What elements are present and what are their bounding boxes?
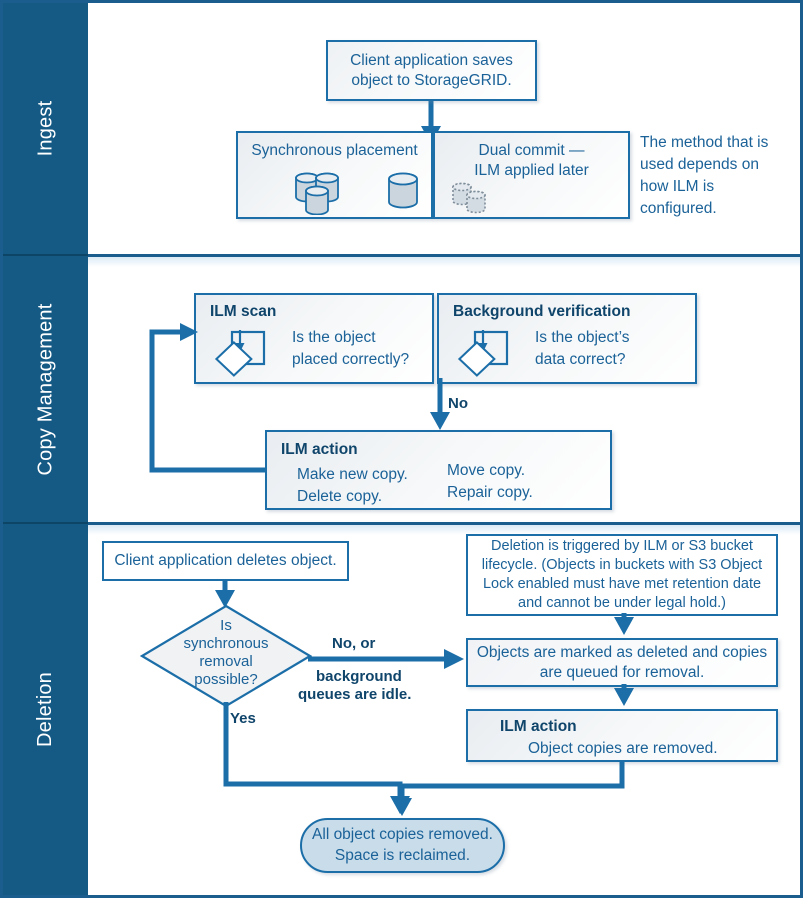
lane-band-deletion: Deletion (3, 524, 88, 895)
dashed-cylinders-icon (451, 181, 507, 217)
lane-label-ingest: Ingest (34, 100, 56, 157)
lane-label-ingest-wrap: Ingest (3, 3, 88, 254)
deletion-marked-box: Objects are marked as deleted and copies… (466, 638, 778, 687)
deletion-ilm-action-text: Object copies are removed. (528, 740, 718, 757)
deletion-decision-line4: possible? (194, 671, 258, 688)
ingest-note-line1: The method that is (640, 134, 769, 151)
deletion-final-stadium: All object copies removed. Space is recl… (300, 818, 505, 873)
ingest-note-line2: used depends on (640, 156, 759, 173)
deletion-client-delete-box: Client application deletes object. (102, 541, 349, 581)
deletion-no-label-line1: No, or (332, 635, 376, 652)
ilm-scan-title: ILM scan (210, 303, 277, 320)
deletion-yes-label: Yes (230, 710, 256, 727)
copy-management-ilm-action-title: ILM action (281, 441, 358, 458)
background-verification-title: Background verification (453, 303, 631, 320)
ilm-scan-question-line2: placed correctly? (292, 351, 410, 368)
ingest-client-save-box: Client application saves object to Stora… (326, 40, 537, 101)
deletion-no-label-line3: queues are idle. (298, 686, 412, 703)
ingest-note-line3: how ILM is (640, 178, 715, 195)
deletion-marked-line1: Objects are marked as deleted and copies (476, 643, 768, 661)
deletion-no-label-line2: background (316, 668, 402, 685)
ingest-dual-commit-line2: ILM applied later (474, 162, 589, 179)
deletion-trigger-box: Deletion is triggered by ILM or S3 bucke… (466, 534, 778, 616)
lane-label-copy-management: Copy Management (34, 303, 57, 475)
lane-separator-1-glow (88, 257, 800, 267)
copy-management-no-label: No (448, 395, 468, 412)
background-verification-decision-icon (447, 324, 519, 382)
ingest-client-save-line2: object to StorageGRID. (351, 71, 512, 89)
lane-separator-2-glow (88, 525, 800, 535)
deletion-client-delete-label: Client application deletes object. (114, 552, 337, 570)
copy-management-ilm-action-col1-line2: Delete copy. (297, 488, 383, 505)
background-verification-question-line2: data correct? (535, 351, 626, 368)
lane-separator-1 (88, 254, 800, 257)
lane-label-copy-management-wrap: Copy Management (3, 256, 88, 522)
copy-management-ilm-action-col2-line2: Repair copy. (447, 484, 533, 501)
deletion-ilm-action-box: ILM action Object copies are removed. (466, 709, 778, 762)
deletion-trigger-line1: Deletion is triggered by ILM or S3 bucke… (491, 538, 753, 555)
lane-band-copy-management: Copy Management (3, 256, 88, 524)
lane-separator-2 (88, 522, 800, 525)
deletion-decision-diamond: Is synchronous removal possible? (139, 604, 313, 708)
copy-management-ilm-action-col2: Move copy. Repair copy. (447, 460, 607, 504)
background-verification-question-line1: Is the object’s (535, 329, 630, 346)
copy-management-ilm-action-col1-line1: Make new copy. (297, 466, 408, 483)
lane-band-ingest: Ingest (3, 3, 88, 256)
deletion-final-line2: Space is reclaimed. (334, 846, 471, 864)
lane-label-deletion: Deletion (33, 672, 56, 747)
ilm-scan-decision-icon (204, 324, 276, 382)
deletion-final-text: All object copies removed. Space is recl… (312, 825, 493, 865)
ilm-scan-question: Is the object placed correctly? (292, 327, 432, 371)
deletion-decision-line1: Is (220, 617, 232, 634)
ingest-synchronous-placement-box: Synchronous placement (236, 131, 433, 219)
background-verification-box: Background verification Is the object’s … (437, 293, 697, 384)
lane-label-deletion-wrap: Deletion (3, 524, 88, 895)
deletion-final-line1: All object copies removed. (312, 826, 493, 844)
ingest-synchronous-placement-label: Synchronous placement (251, 142, 418, 159)
background-verification-question: Is the object’s data correct? (535, 327, 685, 371)
deletion-ilm-action-title: ILM action (500, 718, 577, 735)
deletion-trigger-line3: Lock enabled must have met retention dat… (482, 576, 762, 592)
stacked-cylinders-icon (294, 171, 424, 216)
deletion-decision-line2: synchronous (183, 635, 269, 652)
ingest-dual-commit-box: Dual commit — ILM applied later (433, 131, 630, 219)
ingest-note: The method that is used depends on how I… (640, 132, 800, 220)
deletion-trigger-line2: lifecycle. (Objects in buckets with S3 O… (481, 557, 763, 574)
ingest-note-line4: configured. (640, 200, 717, 217)
copy-management-ilm-action-col2-line1: Move copy. (447, 462, 526, 479)
cylinder-icon (386, 171, 432, 215)
ingest-client-save-line1: Client application saves (350, 51, 513, 69)
copy-management-ilm-action-col1: Make new copy. Delete copy. (297, 464, 457, 508)
ilm-scan-question-line1: Is the object (292, 329, 376, 346)
deletion-decision-text: Is synchronous removal possible? (140, 617, 312, 689)
ilm-scan-box: ILM scan Is the object placed correctly? (194, 293, 434, 384)
deletion-marked-line2: are queued for removal. (539, 663, 705, 681)
deletion-trigger-line4: and cannot be under legal hold.) (518, 594, 726, 611)
deletion-decision-line3: removal (199, 653, 253, 670)
ingest-dual-commit-line1: Dual commit — (478, 142, 585, 159)
copy-management-ilm-action-box: ILM action Make new copy. Delete copy. M… (265, 430, 612, 510)
